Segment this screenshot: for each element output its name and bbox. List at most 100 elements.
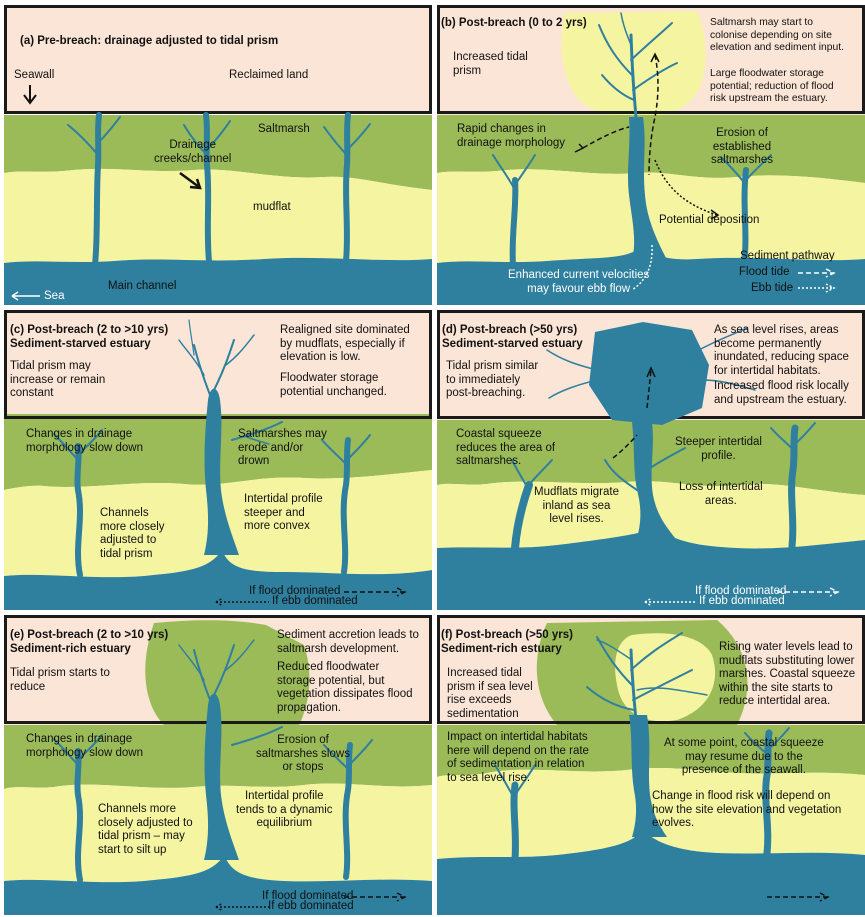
drainage-label: Drainage creeks/channel — [154, 139, 231, 166]
line: saltmarshes. — [456, 455, 522, 467]
line: mudflats substituting lower — [719, 654, 855, 667]
line: potential unchanged. — [280, 385, 387, 398]
steeper-profile-label: Steeper intertidal profile. — [675, 436, 762, 463]
potential-deposition-label: Potential deposition — [659, 214, 760, 226]
rising-water-note: Rising water levels lead to mudflats sub… — [719, 641, 855, 709]
tidal-prism-note: Tidal prism may increase or remain const… — [10, 360, 105, 401]
title-line: (e) Post-breach (2 to >10 yrs) — [10, 629, 169, 641]
panel-a-background — [4, 5, 432, 305]
line: inundated, reducing space — [714, 351, 849, 363]
line: morphology slow down — [26, 746, 143, 759]
line: marshes. Coastal squeeze — [719, 668, 856, 680]
ebb-dominated-label: If ebb dominated — [272, 595, 358, 607]
tidal-prism-note: Tidal prism starts to reduce — [10, 667, 110, 694]
line: Tidal prism similar — [446, 360, 539, 372]
line: reduces the area of — [456, 441, 556, 454]
post-breach-box — [437, 5, 865, 114]
intertidal-profile-label: Intertidal profile steeper and more conv… — [244, 493, 323, 534]
line: Increased tidal — [453, 51, 528, 63]
floodwater-storage-note: Floodwater storage potential unchanged. — [280, 372, 387, 399]
line: steeper and — [244, 506, 305, 519]
line: sedimentation — [447, 707, 519, 720]
line: tidal prism – may — [98, 830, 185, 842]
reclaimed-land-label: Reclaimed land — [229, 69, 309, 81]
sediment-pathway-label: Sediment pathway — [740, 250, 835, 262]
line: Steeper intertidal — [675, 436, 762, 448]
line: Rising water levels lead to — [719, 641, 853, 653]
line: Erosion of — [277, 734, 329, 746]
seawall-label: Seawall — [14, 69, 55, 81]
panel-b-title: (b) Post-breach (0 to 2 yrs) — [441, 17, 587, 29]
line: inland as sea — [542, 499, 611, 512]
sea-water — [4, 257, 432, 305]
line: to immediately — [446, 373, 521, 386]
line: more closely — [100, 520, 165, 533]
line: by mudflats, especially if — [280, 337, 405, 350]
tidal-prism-note: Increased tidal prism if sea level rise … — [447, 667, 533, 721]
line: to sea level rise. — [447, 771, 531, 784]
line: constant — [10, 387, 54, 399]
flood-tide-label: Flood tide — [739, 266, 790, 278]
line: propagation. — [277, 701, 341, 714]
line: Coastal squeeze — [456, 428, 542, 440]
drainage-creeks — [492, 12, 772, 268]
line: of sedimentation in relation — [447, 758, 585, 770]
line: elevation and sediment input. — [710, 42, 844, 53]
tidal-prism-note: Tidal prism similar to immediately post-… — [446, 360, 538, 401]
main-breach-channel — [204, 388, 239, 555]
sea-label: Sea — [44, 290, 65, 302]
drainage-creeks — [511, 327, 816, 552]
line: Large floodwater storage — [710, 68, 824, 79]
panel-e: (e) Post-breach (2 to >10 yrs) Sediment-… — [4, 615, 432, 915]
line: Intertidal profile — [244, 790, 324, 802]
line: Erosion of — [716, 127, 768, 139]
line: for intertidal habitats. — [714, 364, 821, 377]
line: established — [712, 140, 772, 153]
line: drown — [238, 455, 270, 467]
drainage-line-1: Drainage — [169, 139, 217, 151]
line: reduce intertidal area. — [719, 695, 831, 707]
increased-flood-risk-note: Increased flood risk locally and upstrea… — [714, 380, 849, 407]
line: Tidal prism starts to — [10, 667, 110, 679]
panel-e-background — [4, 615, 432, 915]
mudflat-label: mudflat — [253, 201, 291, 213]
line: reduce — [10, 680, 46, 693]
line: equilibrium — [256, 817, 313, 829]
panel-a: (a) Pre-breach: drainage adjusted to tid… — [4, 5, 432, 305]
line: Saltmarshes may — [238, 428, 327, 440]
line: within the site starts to — [719, 681, 833, 694]
line: Change in flood risk will depend on — [652, 790, 831, 802]
panel-c-title: (c) Post-breach (2 to >10 yrs) Sediment-… — [10, 324, 168, 351]
main-breach-channel — [629, 715, 667, 837]
line: erode and/or — [238, 441, 304, 454]
panel-b: (b) Post-breach (0 to 2 yrs) Increased t… — [437, 5, 865, 305]
line: or stops — [282, 761, 324, 773]
impact-intertidal-label: Impact on intertidal habitats here will … — [447, 731, 589, 785]
subtitle-line: Sediment-rich estuary — [10, 642, 131, 655]
panel-f-background — [437, 615, 865, 915]
panel-e-title: (e) Post-breach (2 to >10 yrs) Sediment-… — [10, 629, 168, 656]
panel-b-background — [437, 5, 865, 305]
reduced-floodwater-note: Reduced floodwater storage potential, bu… — [277, 661, 413, 715]
flood-dominated-label: If flood dominated — [262, 890, 354, 902]
coastal-squeeze-label: At some point, coastal squeeze may resum… — [664, 737, 824, 778]
main-breach-channel — [204, 693, 239, 860]
subtitle-line: Sediment-starved estuary — [10, 337, 151, 350]
line: presence of the seawall. — [681, 764, 806, 776]
saltmarsh-colonise-note: Saltmarsh may start to colonise dependin… — [710, 17, 844, 55]
line: may favour ebb flow — [527, 282, 631, 295]
reclaimed-land-box — [4, 5, 432, 114]
line: Changes in drainage — [26, 733, 133, 745]
rapid-changes-label: Rapid changes in drainage morphology — [457, 123, 565, 150]
coastal-squeeze-label: Coastal squeeze reduces the area of salt… — [456, 428, 555, 469]
sediment-accretion-note: Sediment accretion leads to saltmarsh de… — [277, 629, 419, 656]
panel-d-title: (d) Post-breach (>50 yrs) Sediment-starv… — [442, 324, 583, 351]
seawall-arrow — [23, 85, 37, 105]
saltmarshes-erode-label: Saltmarshes may erode and/or drown — [238, 428, 327, 469]
panel-f: (f) Post-breach (>50 yrs) Sediment-rich … — [437, 615, 865, 915]
line: Enhanced current velocities — [508, 269, 650, 281]
line: rise exceeds — [447, 694, 512, 706]
title-line: (c) Post-breach (2 to >10 yrs) — [10, 324, 169, 336]
erosion-label: Erosion of established saltmarshes — [711, 127, 773, 168]
line: Saltmarsh may start to — [710, 17, 813, 28]
